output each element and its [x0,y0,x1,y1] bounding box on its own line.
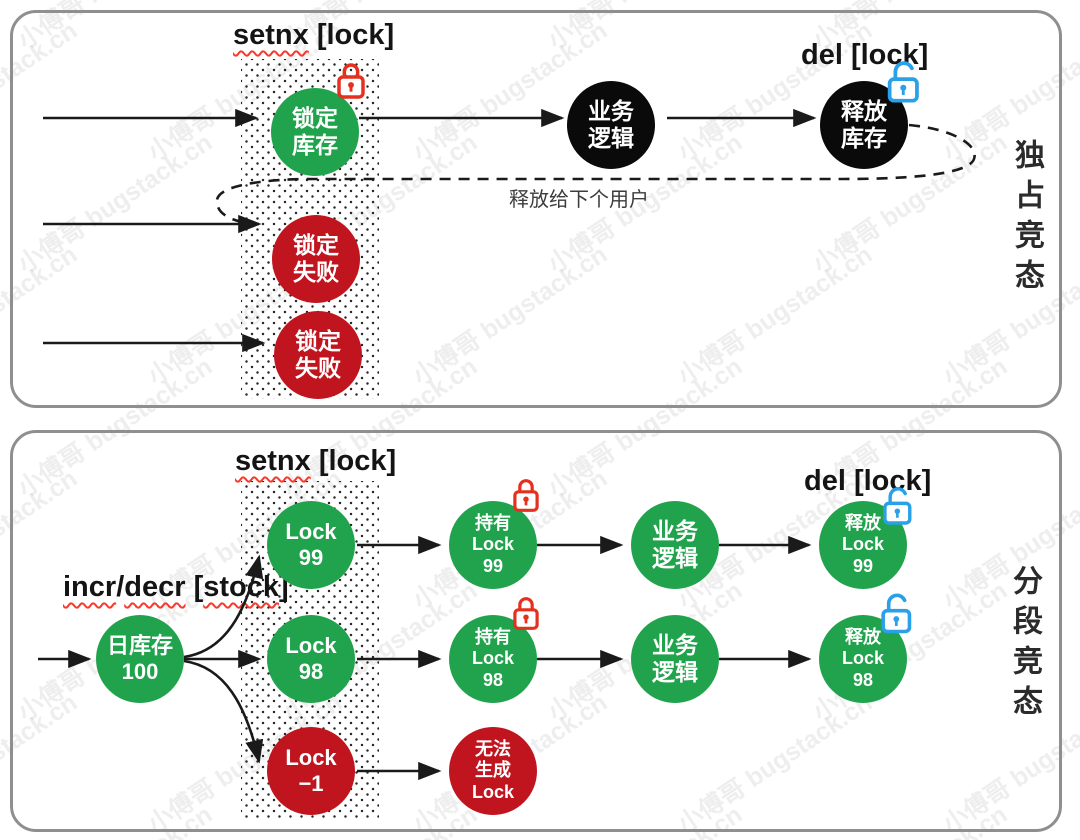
node-lock-99: Lock 99 [267,501,355,589]
release-to-next-user-note: 释放给下个用户 [509,189,649,211]
node-daily-stock: 日库存 100 [96,615,184,703]
node-hold-lock-99: 持有 Lock 99 [449,501,537,589]
del-lock-title: del [lock] [801,39,928,72]
setnx-keyword-2: setnx [235,445,311,477]
decr-keyword: decr [124,571,186,603]
slash: / [116,571,125,603]
setnx-lock-title-2: setnx [lock] [235,445,396,478]
blue-unlock-icon-98 [881,593,912,634]
setnx-lock-title: setnx [lock] [233,19,394,52]
blue-unlock-icon [887,61,919,103]
panel-segmented-race: setnx [lock] del [lock] incr/decr [stock… [10,430,1062,832]
incr-keyword: incr [63,571,117,603]
node-cannot-create-lock: 无法 生成 Lock [449,727,537,815]
node-lock-98: Lock 98 [267,615,355,703]
watermark-text: 小傅哥 bugstack.cn [1072,576,1080,727]
segmented-race-label: 分段竞态 [1008,565,1041,725]
stock-keyword: stock [203,571,279,603]
incr-decr-stock-title: incr/decr [stock] [63,571,289,604]
red-lock-icon-99 [513,479,539,512]
watermark-text: 小傅哥 bugstack.cn [1069,0,1080,57]
node-lock-fail-2: 锁定 失败 [274,311,362,399]
red-lock-icon-98 [513,597,539,630]
blue-unlock-icon-99 [883,487,912,525]
node-lock-stock: 锁定 库存 [271,88,359,176]
setnx-arg-2: [lock] [310,445,397,477]
bracket-close: ] [279,571,289,603]
node-biz-logic-1: 业务 逻辑 [631,501,719,589]
del-keyword: del [801,39,843,71]
del-keyword-2: del [804,465,846,497]
node-biz-logic: 业务 逻辑 [567,81,655,169]
watermark-text: 小傅哥 bugstack.cn [1069,795,1080,840]
watermark-text: 小傅哥 bugstack.cn [1072,128,1080,279]
node-biz-logic-2: 业务 逻辑 [631,615,719,703]
bracket-open: [ [185,571,204,603]
watermark-text: 小傅哥 bugstack.cn [1072,352,1080,503]
del-arg: [lock] [842,39,929,71]
node-lock-fail-1: 锁定 失败 [272,215,360,303]
red-lock-icon [337,63,365,99]
node-lock-neg1: Lock −1 [267,727,355,815]
setnx-arg: [lock] [308,19,395,51]
node-hold-lock-98: 持有 Lock 98 [449,615,537,703]
exclusive-race-label: 独占竞态 [1010,139,1043,299]
panel-exclusive-race: setnx [lock] del [lock] 锁定 库存 锁定 失败 锁定 失… [10,10,1062,408]
setnx-keyword: setnx [233,19,309,51]
